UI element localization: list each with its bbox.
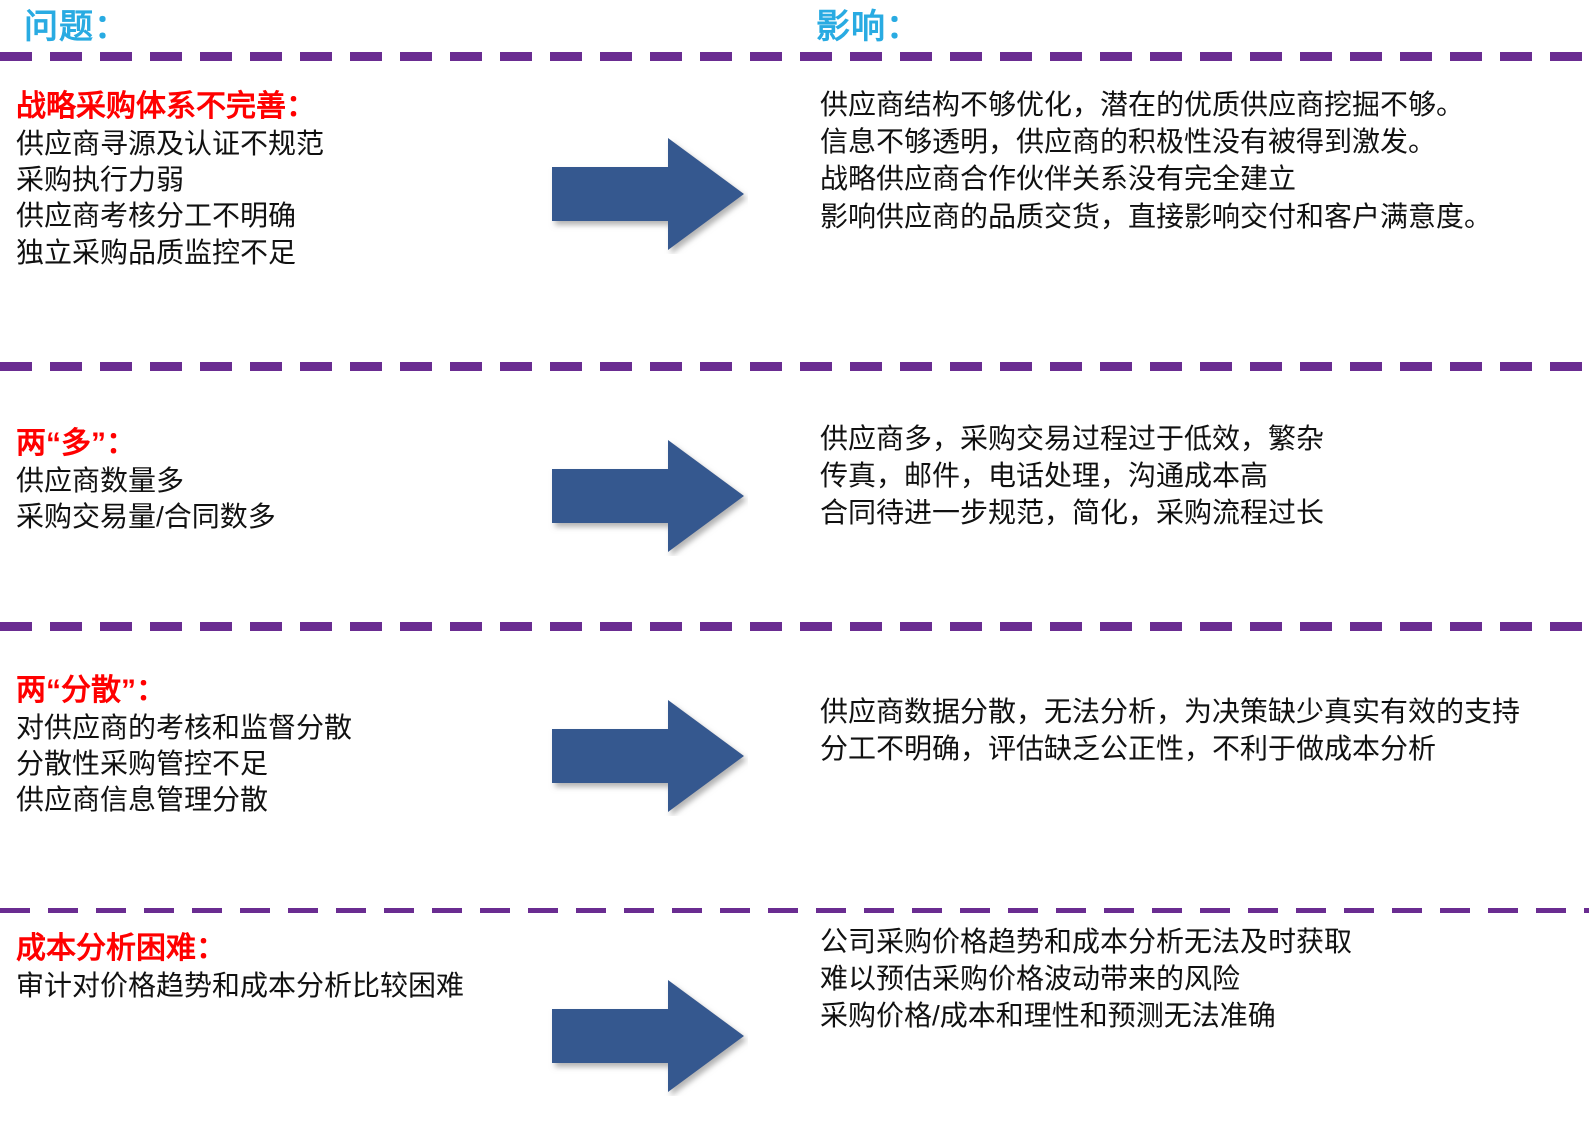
- section-divider: [0, 52, 1589, 61]
- impact-line: 难以预估采购价格波动带来的风险: [820, 963, 1241, 995]
- issue-row: 战略采购体系不完善： 供应商寻源及认证不规范 采购执行力弱 供应商考核分工不明确…: [0, 61, 1589, 362]
- problem-line: 供应商考核分工不明确: [16, 200, 297, 232]
- problem-block: 两“多”： 供应商数量多 采购交易量/合同数多: [16, 426, 536, 535]
- right-arrow-icon: [548, 976, 748, 1096]
- impact-line: 影响供应商的品质交货，直接影响交付和客户满意度。: [820, 200, 1493, 232]
- impact-line: 合同待进一步规范，简化，采购流程过长: [820, 497, 1325, 529]
- problem-line: 供应商信息管理分散: [16, 784, 269, 816]
- problem-line: 对供应商的考核和监督分散: [16, 711, 353, 743]
- impact-line: 采购价格/成本和理性和预测无法准确: [820, 1000, 1276, 1032]
- impact-line: 传真，邮件，电话处理，沟通成本高: [820, 460, 1269, 492]
- impact-line: 战略供应商合作伙伴关系没有完全建立: [820, 163, 1297, 195]
- right-arrow-icon: [548, 134, 748, 254]
- column-header-impacts: 影响：: [816, 8, 921, 46]
- problem-title: 两“分散”：: [16, 674, 166, 707]
- impact-block: 公司采购价格趋势和成本分析无法及时获取 难以预估采购价格波动带来的风险 采购价格…: [820, 923, 1580, 1035]
- issue-row: 两“分散”： 对供应商的考核和监督分散 分散性采购管控不足 供应商信息管理分散 …: [0, 631, 1589, 908]
- impact-line: 供应商结构不够优化，潜在的优质供应商挖掘不够。: [820, 89, 1465, 120]
- problem-line: 分散性采购管控不足: [16, 747, 269, 779]
- problem-block: 战略采购体系不完善： 供应商寻源及认证不规范 采购执行力弱 供应商考核分工不明确…: [16, 89, 536, 271]
- section-divider: [0, 908, 1589, 913]
- impact-line: 供应商多，采购交易过程过于低效，繁杂: [820, 423, 1325, 454]
- problem-title: 战略采购体系不完善：: [16, 90, 316, 123]
- section-divider: [0, 622, 1589, 631]
- right-arrow-icon: [548, 696, 748, 816]
- impact-block: 供应商数据分散，无法分析，为决策缺少真实有效的支持 分工不明确，评估缺乏公正性，…: [820, 693, 1580, 767]
- right-arrow-icon: [548, 436, 748, 556]
- problem-block: 成本分析困难： 审计对价格趋势和成本分析比较困难: [16, 931, 536, 1004]
- section-divider: [0, 362, 1589, 371]
- problem-line: 独立采购品质监控不足: [16, 236, 297, 268]
- impact-line: 供应商数据分散，无法分析，为决策缺少真实有效的支持: [820, 696, 1521, 727]
- problem-line: 采购执行力弱: [16, 163, 185, 195]
- problem-block: 两“分散”： 对供应商的考核和监督分散 分散性采购管控不足 供应商信息管理分散: [16, 673, 536, 819]
- column-header-problems: 问题：: [24, 8, 129, 46]
- problem-title: 两“多”：: [16, 427, 136, 460]
- problem-line: 供应商数量多: [16, 464, 185, 496]
- problem-line: 审计对价格趋势和成本分析比较困难: [16, 969, 465, 1001]
- impact-block: 供应商多，采购交易过程过于低效，繁杂 传真，邮件，电话处理，沟通成本高 合同待进…: [820, 420, 1580, 532]
- impact-line: 公司采购价格趋势和成本分析无法及时获取: [820, 926, 1353, 957]
- problem-line: 供应商寻源及认证不规范: [16, 127, 325, 159]
- problem-line: 采购交易量/合同数多: [16, 500, 276, 532]
- impact-line: 分工不明确，评估缺乏公正性，不利于做成本分析: [820, 733, 1437, 765]
- impact-block: 供应商结构不够优化，潜在的优质供应商挖掘不够。 信息不够透明，供应商的积极性没有…: [820, 86, 1580, 235]
- issue-row: 两“多”： 供应商数量多 采购交易量/合同数多 供应商多，采购交易过程过于低效，…: [0, 371, 1589, 622]
- problem-title: 成本分析困难：: [16, 932, 226, 965]
- issue-row: 成本分析困难： 审计对价格趋势和成本分析比较困难 公司采购价格趋势和成本分析无法…: [0, 913, 1589, 1121]
- impact-line: 信息不够透明，供应商的积极性没有被得到激发。: [820, 126, 1437, 158]
